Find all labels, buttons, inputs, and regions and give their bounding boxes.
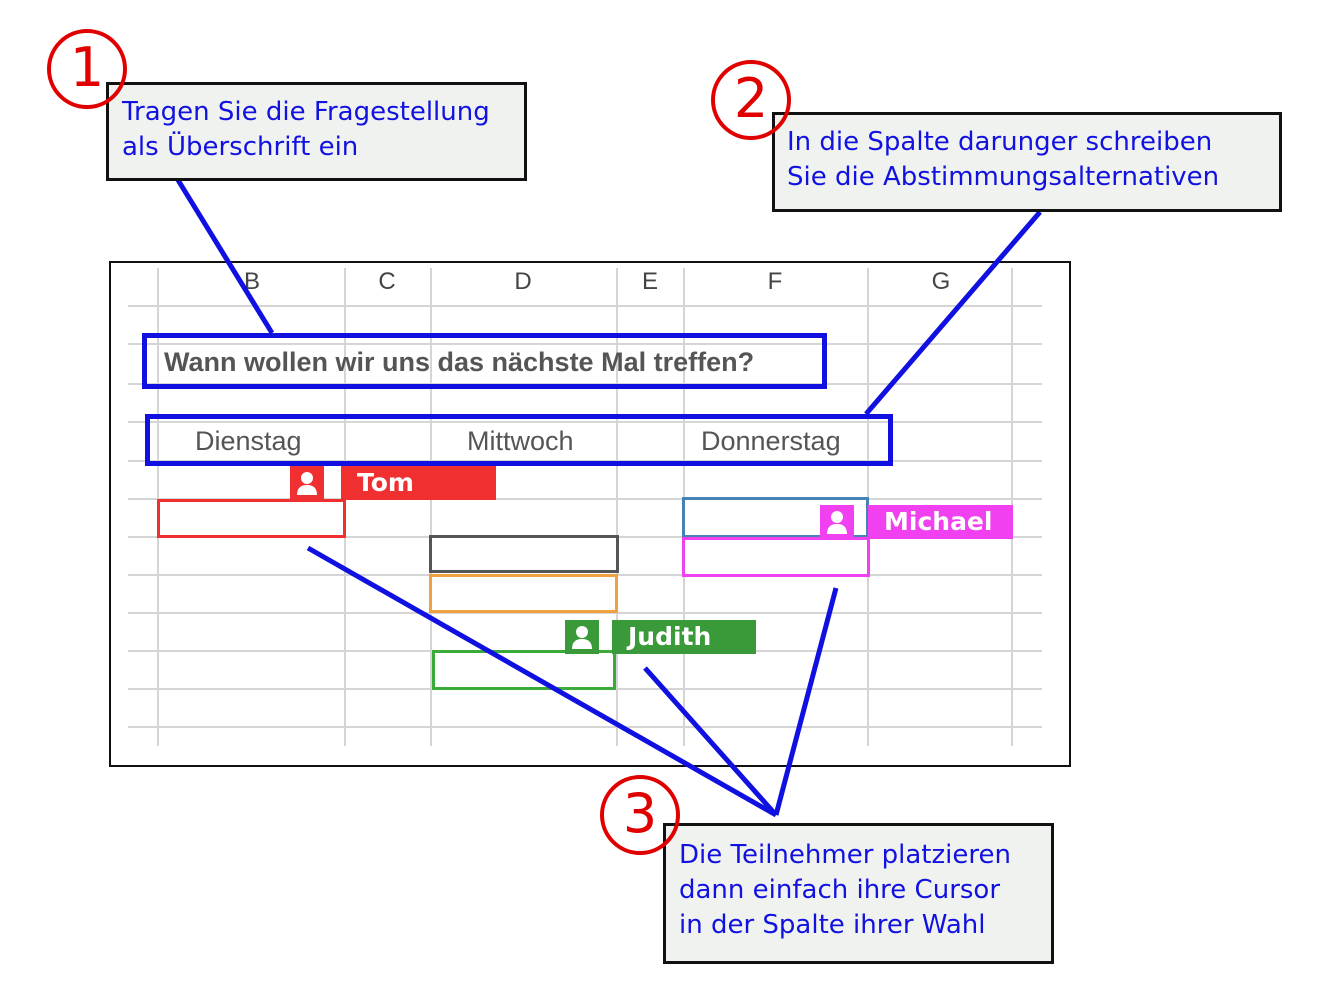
participant-label-tom: Tom — [341, 466, 496, 500]
callout-1-line1: Tragen Sie die Fragestellung — [122, 97, 490, 127]
cursor-judith — [432, 650, 616, 690]
participant-label-judith: Judith — [612, 620, 756, 654]
callout-3-line1: Die Teilnehmer platzieren — [679, 840, 1011, 870]
callout-2-line2: Sie die Abstimmungsalternativen — [787, 162, 1220, 192]
callout-3: Die Teilnehmer platzieren dann einfach i… — [663, 823, 1054, 964]
question-highlight-box — [142, 333, 827, 389]
cursor-steelblue — [682, 497, 869, 538]
column-header-f[interactable]: F — [767, 268, 783, 295]
callout-2: In die Spalte darunger schreiben Sie die… — [772, 112, 1282, 212]
cursor-orange — [429, 574, 618, 613]
option-donnerstag[interactable]: Donnerstag — [701, 426, 841, 456]
step-number-1: 1 — [47, 29, 127, 109]
user-icon — [820, 505, 854, 539]
cursor-tom — [157, 499, 346, 538]
step-number-3: 3 — [600, 775, 680, 855]
column-header-c[interactable]: C — [378, 268, 396, 295]
user-icon — [290, 466, 324, 500]
callout-3-line2: dann einfach ihre Cursor — [679, 875, 1001, 905]
cursor-michael — [682, 537, 870, 577]
column-header-g[interactable]: G — [931, 268, 951, 295]
callout-1-line2: als Überschrift ein — [122, 132, 359, 162]
participant-label-michael: Michael — [868, 505, 1013, 539]
options-highlight-box — [145, 414, 893, 466]
question-title[interactable]: Wann wollen wir uns das nächste Mal tref… — [164, 347, 755, 377]
option-mittwoch[interactable]: Mittwoch — [467, 426, 574, 456]
callout-1: Tragen Sie die Fragestellung als Übersch… — [106, 82, 527, 181]
user-icon — [565, 620, 599, 654]
option-dienstag[interactable]: Dienstag — [195, 426, 302, 456]
callout-3-line3: in der Spalte ihrer Wahl — [679, 910, 986, 940]
column-header-b[interactable]: B — [243, 268, 260, 295]
column-header-d[interactable]: D — [514, 268, 532, 295]
cursor-gray — [429, 535, 619, 573]
step-number-2: 2 — [711, 60, 791, 140]
callout-2-line1: In die Spalte darunger schreiben — [787, 127, 1213, 157]
column-header-e[interactable]: E — [641, 268, 658, 295]
